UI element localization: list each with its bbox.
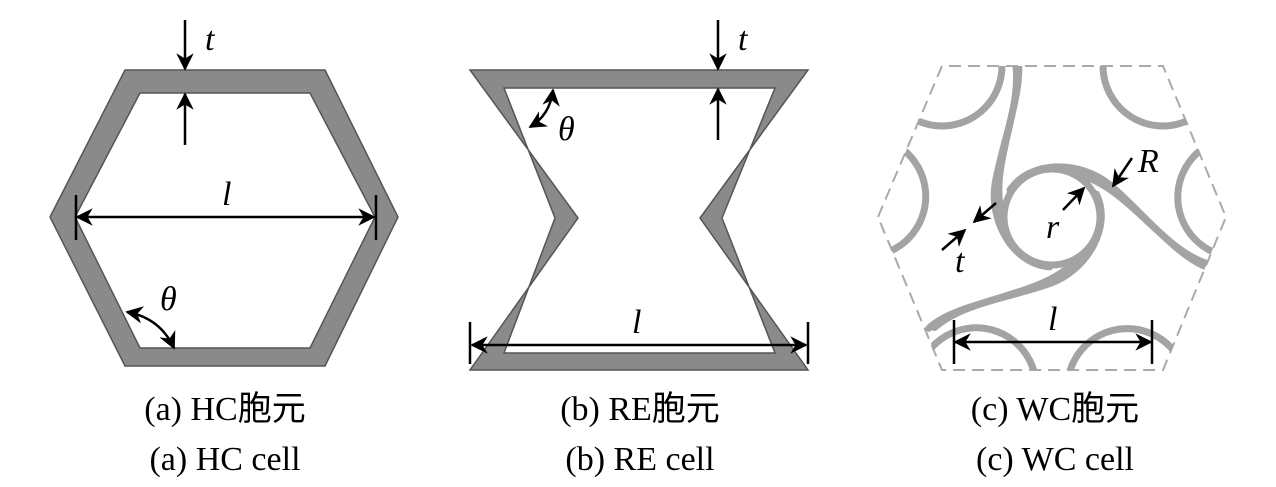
caption-cn: (c) WC胞元 — [971, 390, 1139, 428]
thickness-arrow — [972, 202, 997, 224]
wc-hexagon-outline — [876, 65, 1228, 371]
caption-en: (c) WC cell — [976, 441, 1134, 478]
label-t: t — [955, 243, 966, 280]
caption-cn: (b) RE胞元 — [560, 390, 720, 428]
label-r: r — [1046, 209, 1060, 246]
corner-arc — [878, 66, 1006, 130]
angle-arc — [125, 306, 176, 350]
label-l: l — [222, 176, 231, 213]
R-arrow — [1111, 157, 1134, 188]
label-l: l — [632, 304, 641, 341]
caption-en: (a) HC cell — [149, 441, 300, 478]
label-R: R — [1137, 143, 1159, 180]
label-theta: θ — [160, 281, 177, 318]
wc-cell-panel: R r t l (c) WC胞元 (c) WC cell — [784, 65, 1228, 478]
hc-cell-panel: t l θ (a) HC胞元 (a) HC cell — [49, 20, 399, 478]
corner-arc — [1099, 66, 1226, 130]
label-l: l — [1048, 301, 1057, 338]
angle-arc — [528, 88, 560, 129]
r-arrow — [1062, 186, 1086, 211]
caption-cn: (a) HC胞元 — [144, 390, 305, 428]
label-t: t — [738, 21, 749, 58]
re-cell-panel: t θ l (b) RE胞元 (b) RE cell — [468, 20, 810, 478]
caption-en: (b) RE cell — [565, 441, 714, 478]
thickness-arrow — [941, 228, 967, 251]
label-t: t — [205, 21, 216, 58]
wc-ligaments — [784, 66, 1226, 471]
label-theta: θ — [558, 111, 575, 148]
